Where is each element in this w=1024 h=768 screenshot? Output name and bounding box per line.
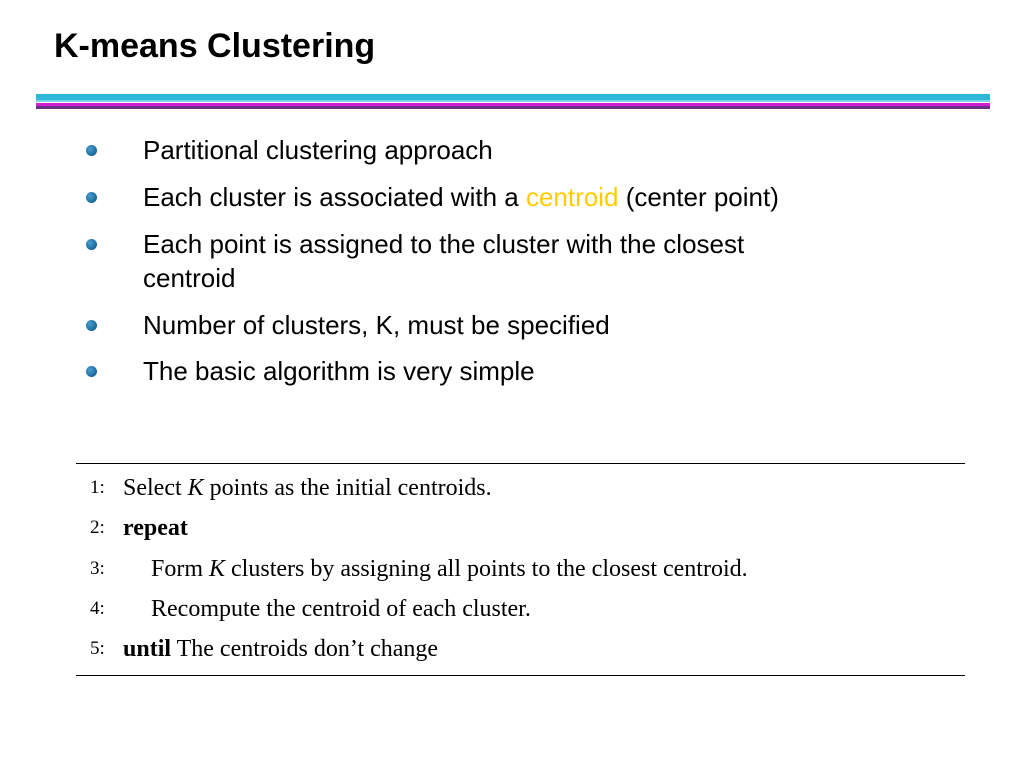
slide-title: K-means Clustering [54, 27, 376, 65]
highlighted-term: centroid [525, 182, 619, 212]
step-text: The centroids don’t change [171, 636, 439, 662]
algorithm-box: 1: Select K points as the initial centro… [76, 463, 965, 676]
bullet-dot-icon [86, 192, 97, 203]
math-variable: K [187, 475, 204, 501]
bullet-text-after: (center point) [618, 182, 779, 212]
step-text: Recompute the centroid of each cluster. [151, 596, 531, 622]
title-rule-cyan [36, 94, 990, 100]
algorithm-step: Form K clusters by assigning all points … [151, 554, 748, 584]
line-number: 1: [90, 477, 105, 498]
line-number: 3: [90, 558, 105, 579]
bullet-text: Each cluster is associated with a centro… [143, 180, 933, 214]
step-text: points as the initial centroids. [203, 475, 492, 501]
bullet-text: Partitional clustering approach [143, 135, 493, 165]
bullet-dot-icon [86, 145, 97, 156]
bullet-text-before: Each cluster is associated with a [143, 182, 526, 212]
bullet-text: The basic algorithm is very simple [143, 356, 535, 386]
keyword: until [123, 636, 172, 662]
algorithm-step: until The centroids don’t change [123, 634, 438, 664]
title-rule-purple [36, 106, 990, 109]
step-text: clusters by assigning all points to the … [225, 556, 748, 582]
line-number: 2: [90, 517, 105, 538]
bullet-text: Number of clusters, K, must be specified [143, 310, 610, 340]
step-text: Form [151, 556, 210, 582]
bullet-text-line-2: centroid [143, 263, 236, 293]
algorithm-step: Select K points as the initial centroids… [123, 473, 492, 503]
bullet-dot-icon [86, 239, 97, 250]
line-number: 5: [90, 638, 105, 659]
title-rule-light-cyan [36, 100, 990, 102]
bullet-dot-icon [86, 366, 97, 377]
keyword: repeat [123, 515, 188, 541]
math-variable: K [209, 556, 226, 582]
bullet-dot-icon [86, 320, 97, 331]
bullet-text: Each point is assigned to the cluster wi… [143, 227, 933, 295]
line-number: 4: [90, 598, 105, 619]
step-text: Select [123, 475, 188, 501]
bullet-text-line-1: Each point is assigned to the cluster wi… [143, 229, 745, 259]
title-rule-magenta [36, 103, 990, 106]
